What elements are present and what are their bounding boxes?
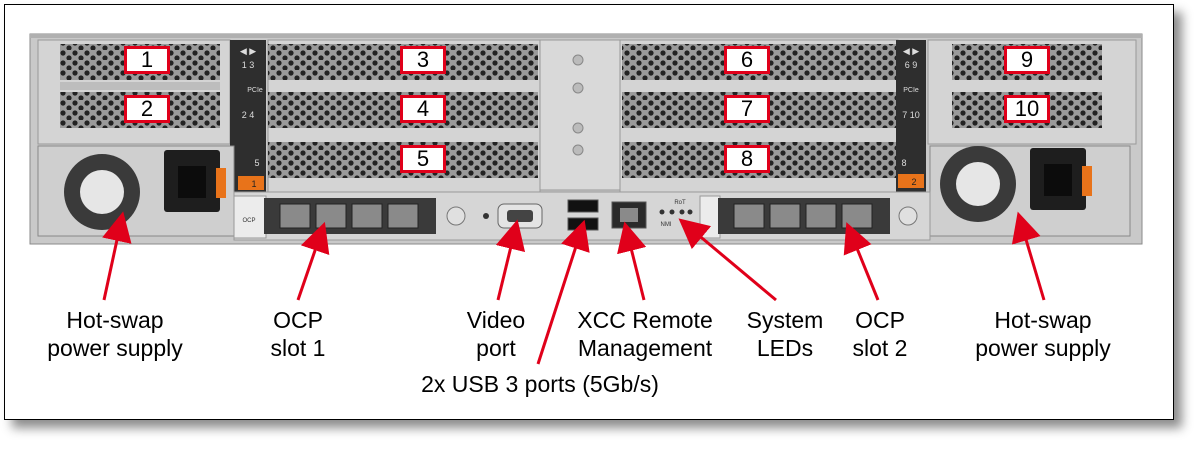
svg-text:◀ ▶: ◀ ▶ bbox=[903, 46, 919, 56]
arrow-leds bbox=[678, 218, 777, 302]
ocp1-tag: OCP bbox=[242, 218, 255, 224]
right-psu bbox=[929, 145, 1131, 237]
arrow-usb bbox=[536, 219, 590, 365]
callout-ocp-slot-2: OCP slot 2 bbox=[852, 307, 908, 361]
callout-ocp-slot-1: OCP slot 1 bbox=[270, 307, 326, 361]
slot-label-1: 1 bbox=[124, 46, 170, 74]
riser2-bot-label: 8 bbox=[901, 158, 906, 168]
riser1-strip: ◀ ▶ 1 3 PCIe 2 4 5 1 bbox=[230, 40, 266, 192]
callout-system-leds: System LEDs bbox=[746, 307, 824, 361]
usb-port-bottom bbox=[567, 217, 599, 231]
arrow-ocp1 bbox=[296, 221, 330, 301]
rot-label: RoT bbox=[674, 200, 686, 206]
arrow-psu-left bbox=[102, 211, 132, 301]
riser1-tag: 1 bbox=[251, 179, 256, 189]
callout-video-port: Video port bbox=[466, 307, 526, 361]
slot-label-10: 10 bbox=[1004, 95, 1050, 123]
slot-label-6: 6 bbox=[724, 46, 770, 74]
center-bracket bbox=[539, 39, 621, 191]
callout-xcc: XCC Remote Management bbox=[577, 307, 713, 361]
left-psu bbox=[37, 145, 235, 237]
ocp-slot-2 bbox=[699, 195, 918, 239]
slot-label-9: 9 bbox=[1004, 46, 1050, 74]
riser1-low-label: 2 4 bbox=[242, 110, 255, 120]
slot-label-3: 3 bbox=[400, 46, 446, 74]
callout-arrows bbox=[102, 211, 1046, 365]
callout-usb-ports: 2x USB 3 ports (5Gb/s) bbox=[421, 371, 659, 397]
riser2-strip: ◀ ▶ 6 9 PCIe 7 10 8 2 bbox=[896, 40, 926, 192]
riser1-pcie-label: PCIe bbox=[247, 87, 263, 94]
arrow-ocp2 bbox=[843, 222, 880, 301]
arrow-psu-right bbox=[1011, 211, 1046, 301]
svg-text:◀ ▶: ◀ ▶ bbox=[240, 46, 256, 56]
riser2-pcie-label: PCIe bbox=[903, 87, 919, 94]
slot-label-8: 8 bbox=[724, 145, 770, 173]
nmi-label: NMI bbox=[661, 222, 672, 228]
callout-psu-right: Hot-swap power supply bbox=[975, 307, 1111, 361]
ocp-slot-1: OCP bbox=[233, 195, 436, 239]
callout-psu-left: Hot-swap power supply bbox=[47, 307, 183, 361]
riser2-low-label: 7 10 bbox=[902, 110, 920, 120]
riser1-bot-label: 5 bbox=[254, 158, 259, 168]
riser1-top-label: 1 3 bbox=[242, 60, 255, 70]
slot-label-7: 7 bbox=[724, 95, 770, 123]
arrow-xcc bbox=[617, 221, 647, 301]
usb-port-top bbox=[567, 199, 599, 213]
riser2-top-label: 6 9 bbox=[905, 60, 918, 70]
slot-label-5: 5 bbox=[400, 145, 446, 173]
arrow-video bbox=[495, 219, 526, 301]
slot-label-4: 4 bbox=[400, 95, 446, 123]
chassis-top-lip bbox=[30, 34, 1142, 38]
slot-label-2: 2 bbox=[124, 95, 170, 123]
riser2-tag: 2 bbox=[911, 177, 916, 187]
